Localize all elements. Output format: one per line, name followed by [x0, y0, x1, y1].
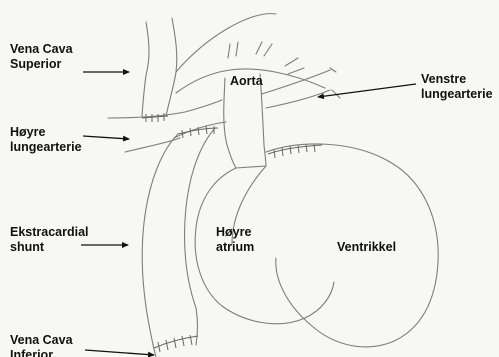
label-venstre-lungearterie: Venstre lungearterie	[421, 72, 493, 101]
label-hoyre-atrium: Høyre atrium	[216, 225, 254, 254]
rpa-upper	[108, 100, 222, 118]
aorta-left-wall	[224, 78, 236, 168]
svc-left-wall	[142, 22, 149, 116]
aorta-base	[236, 166, 266, 168]
label-aorta: Aorta	[230, 74, 263, 89]
label-ventrikkel: Ventrikkel	[337, 240, 396, 255]
label-ekstracardial-shunt: Ekstracardial shunt	[10, 225, 89, 254]
aorta-branch-2	[256, 42, 272, 56]
lpa-lower	[266, 90, 330, 108]
lpa-distal	[330, 68, 340, 98]
aorta-branch-3	[285, 58, 304, 74]
shunt-left-wall	[142, 134, 178, 357]
svc-right-wall	[166, 18, 177, 116]
arrow-vci	[85, 350, 154, 355]
label-vena-cava-superior: Vena Cava Superior	[10, 42, 73, 71]
label-vena-cava-inferior: Vena Cava Inferior	[10, 333, 73, 357]
rpa-lower	[125, 138, 180, 152]
aorta-branch-1	[228, 42, 238, 58]
suture-ventricle	[268, 144, 322, 158]
label-hoyre-lungearterie: Høyre lungearterie	[10, 125, 82, 154]
shunt-right-wall	[185, 128, 215, 345]
lpa-upper	[262, 70, 330, 94]
suture-svc	[142, 113, 168, 122]
arrow-hl	[83, 136, 129, 139]
suture-ivc	[154, 335, 198, 352]
